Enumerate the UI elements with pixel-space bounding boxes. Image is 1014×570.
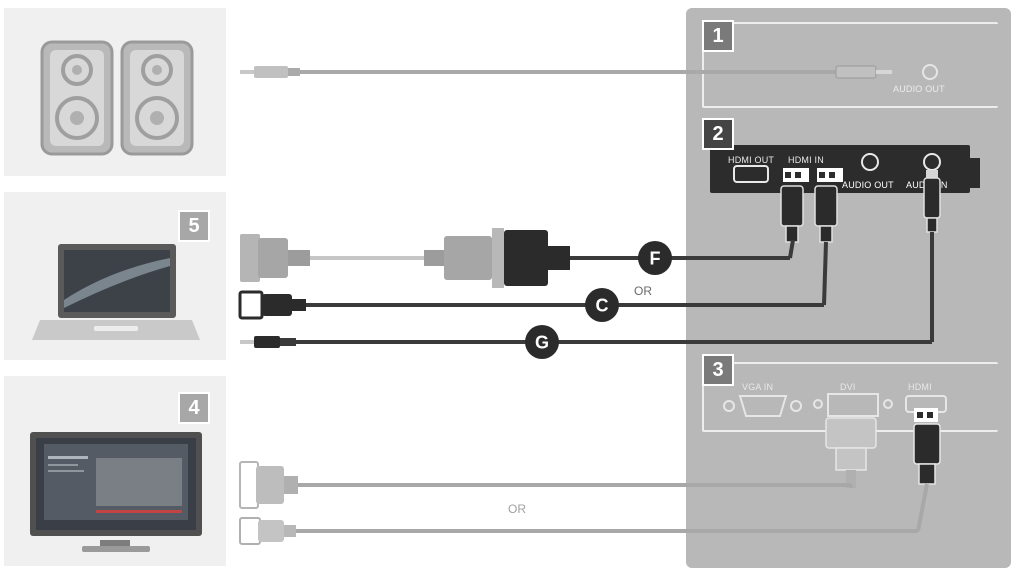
audio-jack-icon [923, 170, 941, 233]
audio-out-port-card1 [922, 64, 938, 80]
monitor-dvi-cable [239, 461, 853, 509]
cable-letter-f: F [650, 249, 661, 269]
card2-port-hdmi-out: HDMI OUT [728, 155, 775, 165]
dvi-connector-icon [825, 417, 877, 488]
hdmi-connector-icon [780, 185, 838, 243]
device-badge-5: 5 [178, 210, 210, 242]
cable-letter-g: G [535, 333, 549, 353]
card-badge-1: 1 [702, 20, 734, 52]
cable-c: C [238, 241, 828, 322]
card2-port-audio-out: AUDIO OUT [842, 180, 894, 190]
speaker-audio-cable [240, 65, 892, 79]
card1-port-audio-out: AUDIO OUT [893, 84, 945, 94]
cable-letter-c: C [596, 296, 609, 316]
card3-port-vga-in: VGA IN [742, 382, 774, 392]
device-badge-4: 4 [178, 392, 210, 424]
card-badge-3: 3 [702, 354, 734, 386]
laptop-icon [32, 244, 200, 340]
card3-port-dvi: DVI [840, 382, 856, 392]
or-label-capture: OR [634, 284, 652, 298]
monitor-icon [30, 432, 202, 552]
hdmi-plug-card3 [913, 423, 941, 485]
monitor-hdmi-cable [239, 483, 929, 545]
speaker-icon [40, 40, 194, 156]
card3-port-hdmi: HDMI [908, 382, 932, 392]
card2-port-hdmi-in: HDMI IN [788, 155, 824, 165]
card-badge-2: 2 [702, 118, 734, 150]
capture-card-bracket-tab [968, 158, 980, 188]
cable-f: F [240, 228, 795, 288]
graphics-card-ports [723, 393, 947, 422]
or-label-display: OR [508, 502, 526, 516]
cable-g: G [240, 232, 934, 359]
sound-card-frame [702, 22, 998, 108]
capture-card-ports [733, 153, 941, 183]
